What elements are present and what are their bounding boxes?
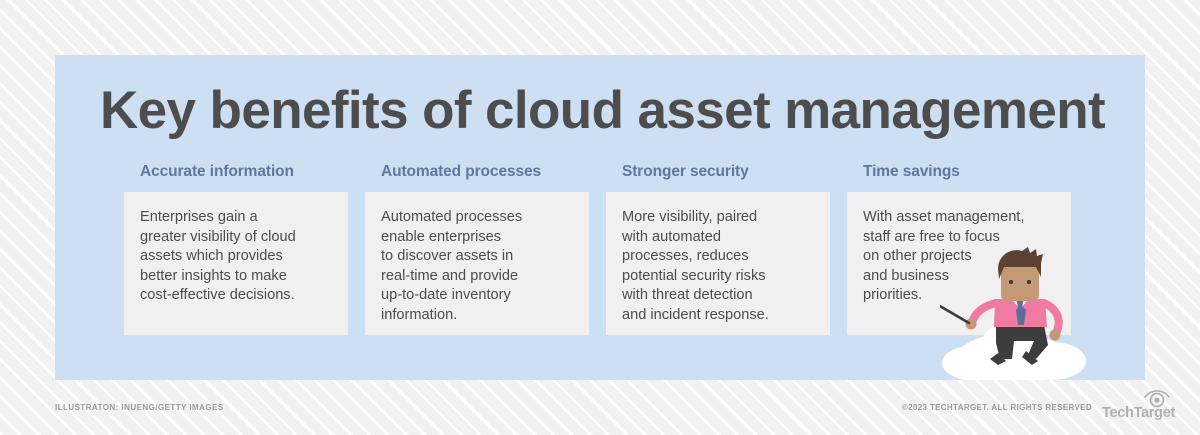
content-panel: Key benefits of cloud asset management A… [55, 55, 1145, 380]
benefit-heading: Accurate information [140, 163, 294, 180]
benefit-column-automated-processes: Automated processes Automated processes … [365, 163, 589, 335]
page-title: Key benefits of cloud asset management [100, 81, 1106, 140]
benefit-heading: Automated processes [381, 163, 542, 180]
benefit-column-time-savings: Time savings With asset management, staf… [847, 163, 1071, 335]
eye-target-icon [1144, 390, 1170, 408]
benefit-body: With asset management, staff are free to… [863, 209, 1025, 304]
benefit-heading: Time savings [863, 163, 960, 180]
illustration-credit: ILLUSTRATON: INUENG/GETTY IMAGES [55, 403, 224, 412]
benefit-column-stronger-security: Stronger security More visibility, paire… [606, 163, 830, 335]
benefit-card: More visibility, paired with automated p… [606, 192, 830, 335]
benefit-body: Enterprises gain a greater visibility of… [140, 209, 296, 304]
techtarget-logo-text: TechTarget [1102, 405, 1176, 421]
benefit-card: With asset management, staff are free to… [847, 192, 1071, 335]
benefit-heading: Stronger security [622, 163, 749, 180]
techtarget-logo: TechTarget [1102, 390, 1186, 424]
benefits-columns: Accurate information Enterprises gain a … [124, 163, 1148, 335]
benefit-body: More visibility, paired with automated p… [622, 209, 769, 323]
benefit-column-accurate-information: Accurate information Enterprises gain a … [124, 163, 348, 335]
copyright-notice: ©2023 TECHTARGET. ALL RIGHTS RESERVED [901, 403, 1092, 412]
benefit-body: Automated processes enable enterprises t… [381, 209, 523, 323]
benefit-card: Enterprises gain a greater visibility of… [124, 192, 348, 335]
benefit-card: Automated processes enable enterprises t… [365, 192, 589, 335]
